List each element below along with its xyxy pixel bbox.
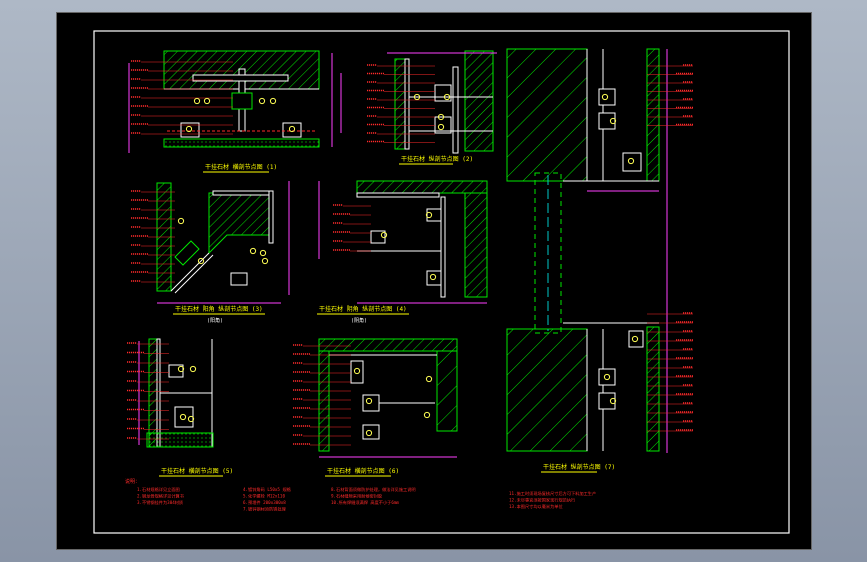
note-line: 10.所有焊缝须满焊 高度不小于6mm (331, 499, 399, 506)
bolt-marker (177, 365, 185, 373)
bolt-marker (429, 273, 437, 281)
detail-6-title: 干挂石材 横剖节点图 (6) (327, 467, 399, 475)
bolt-marker (603, 373, 611, 381)
bolt-marker (425, 211, 433, 219)
bolt-marker (437, 113, 445, 121)
detail-7-title: 干挂石材 纵剖节点图 (7) (543, 463, 615, 471)
bolt-marker (365, 429, 373, 437)
note-line: 5.化学螺栓 M12x110 (243, 493, 285, 500)
bolt-marker (380, 231, 388, 239)
notes-block: 说明： 1.石材规格详见立面图2.钢龙骨规格详见计算书3.不锈钢挂件为304材质… (125, 478, 596, 513)
note-line: 8.石材背面须做防护处理，做法详见施工说明 (331, 486, 416, 493)
notes-column-4: 11.施工时须现场复核尺寸后方可下料加工生产12.未尽事宜须按国家现行规范执行1… (509, 490, 596, 510)
bolt-marker (425, 375, 433, 383)
detail-1: 干挂石材 横剖节点图 (1) (128, 50, 342, 173)
drawing-sheet: 干挂石材 横剖节点图 (1) 干挂石材 纵剖节点图 (2) (56, 12, 812, 550)
bolt-marker (365, 397, 373, 405)
bolt-marker (189, 365, 197, 373)
detail-5: 干挂石材 横剖节点图 (5) (127, 338, 233, 477)
bolt-marker (413, 93, 421, 101)
detail-4: 干挂石材 阴角 纵剖节点图 (4) (阴角) (317, 180, 488, 324)
detail-2: 干挂石材 纵剖节点图 (2) (367, 50, 497, 165)
detail-1-title: 干挂石材 横剖节点图 (1) (205, 163, 277, 171)
bolt-marker (353, 367, 361, 375)
detail-4-subtitle: (阴角) (351, 317, 367, 324)
detail-2-title: 干挂石材 纵剖节点图 (2) (401, 155, 473, 163)
detail-7: 干挂石材 纵剖节点图 (7) (506, 48, 693, 473)
detail-3-title: 干挂石材 阳角 纵剖节点图 (3) (175, 305, 263, 313)
bolt-marker (423, 411, 431, 419)
bolt-marker (609, 397, 617, 405)
note-line: 9.石材缝隙采用耐候密封胶 (331, 493, 382, 500)
cad-drawing: 干挂石材 横剖节点图 (1) 干挂石材 纵剖节点图 (2) (93, 30, 790, 534)
bolt-marker (443, 93, 451, 101)
note-line: 4.镀锌角码 L50x5 规格 (243, 486, 292, 493)
note-line: 11.施工时须现场复核尺寸后方可下料加工生产 (509, 490, 596, 497)
bolt-marker (627, 157, 635, 165)
bolt-marker (258, 97, 266, 105)
bolt-marker (187, 415, 195, 423)
drawing-frame (93, 30, 790, 534)
detail-4-title: 干挂石材 阴角 纵剖节点图 (4) (319, 305, 407, 313)
detail-3: 干挂石材 阳角 纵剖节点图 (3) (阳角) (131, 181, 290, 324)
bolt-marker (197, 257, 205, 265)
notes-column-3: 8.石材背面须做防护处理，做法详见施工说明9.石材缝隙采用耐候密封胶10.所有焊… (331, 486, 416, 506)
note-line: 6.预埋件 200x300x8 (243, 499, 286, 506)
bolt-marker (193, 97, 201, 105)
bolt-marker (437, 123, 445, 131)
bolt-marker (177, 217, 185, 225)
detail-3-subtitle: (阳角) (207, 317, 223, 324)
bolt-marker (261, 257, 269, 265)
note-line: 3.不锈钢挂件为304材质 (137, 499, 183, 506)
bolt-marker (601, 93, 609, 101)
bolt-marker (269, 97, 277, 105)
bolt-marker (609, 117, 617, 125)
bolt-marker (631, 335, 639, 343)
bolt-marker (179, 413, 187, 421)
bolt-marker (185, 125, 193, 133)
note-line: 1.石材规格详见立面图 (137, 486, 180, 493)
note-line: 2.钢龙骨规格详见计算书 (137, 493, 184, 500)
note-line: 12.未尽事宜须按国家现行规范执行 (509, 497, 575, 504)
bolt-marker (259, 249, 267, 257)
note-line: 13.本图尺寸均以毫米为单位 (509, 503, 563, 510)
bolt-marker (249, 247, 257, 255)
detail-5-title: 干挂石材 横剖节点图 (5) (161, 467, 233, 475)
detail-6: 干挂石材 横剖节点图 (6) (293, 338, 458, 477)
bolt-marker (203, 97, 211, 105)
notes-heading: 说明： (125, 478, 140, 485)
bolt-markers (177, 93, 639, 437)
bolt-marker (288, 125, 296, 133)
note-line: 7.镀锌钢材须防锈处理 (243, 506, 287, 513)
